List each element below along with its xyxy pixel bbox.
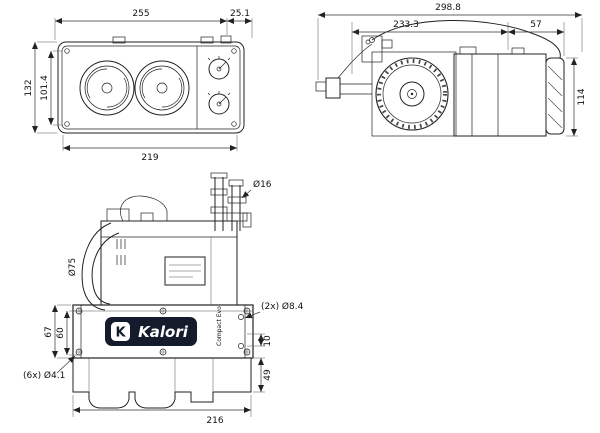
main-band: K Kalori Compact Evo [72,304,254,359]
lower-tray [72,358,252,409]
model-name: Compact Evo [216,306,223,346]
dim-height-label: 114 [577,88,587,105]
screw-icon [231,48,237,54]
side-body [315,20,565,137]
side-view: 298.8 233.3 57 114 [315,3,587,137]
air-vent-left [79,60,135,116]
dim-offset-right-label: 10 [263,335,273,347]
dim-height-lower-label: 49 [263,369,273,381]
control-knob-top [207,56,231,80]
logo-initial: K [115,326,126,341]
dim-height-overall-label: 132 [24,79,34,96]
front-panel-dimensions: 255 25.1 132 101.4 219 [24,9,253,163]
hose-fitting [315,77,372,99]
dim-width-bottom-label: 216 [206,416,223,426]
screw-icon [64,121,70,127]
dim-height-left-outer-label: 67 [44,326,54,337]
spec-sticker [164,256,206,286]
blower-fan [375,57,449,131]
hole-8mm [238,314,244,320]
dim-height-left-inner-label: 60 [56,327,66,339]
cable-harness [337,20,561,79]
front-panel-body [57,35,245,134]
dim-holes-left-label: (6x) Ø4.1 [23,370,65,381]
front-panel-view: 255 25.1 132 101.4 219 [24,9,253,163]
hole-8mm [238,343,244,349]
dim-hose-diameter-label: Ø75 [67,258,78,277]
dim-width-top-label: 255 [132,9,149,19]
assembly-dimensions: Ø16 Ø75 (2x) Ø8.4 67 60 (6x) Ø4.1 10 49 [23,179,304,426]
logo-text: Kalori [138,323,189,341]
air-hose [81,222,120,311]
vent-slits [116,239,126,265]
dim-width-motor-label: 57 [530,20,541,30]
screw-icon [231,121,237,127]
dim-height-inner-label: 101.4 [40,75,50,101]
dim-pipe-diameter-label: Ø16 [253,179,272,190]
side-dimensions: 298.8 233.3 57 114 [317,3,587,137]
control-knob-bottom [207,91,231,115]
screw-icon [64,48,70,54]
logo-k-tile [111,322,130,341]
dim-holes-right-label: (2x) Ø8.4 [261,301,304,312]
dim-width-body-label: 233.3 [393,20,419,30]
assembly-view: K Kalori Compact Evo [23,172,304,426]
dim-offset-right-label: 25.1 [230,9,250,19]
mounting-bracket [361,35,393,63]
dim-width-overall-label: 298.8 [435,3,461,13]
kalori-logo-badge: K Kalori [105,317,197,346]
heater-box [100,195,238,306]
end-seal [545,57,565,135]
coolant-pipes [210,172,252,231]
assembly-body: K Kalori Compact Evo [72,172,254,409]
air-vent-right [134,60,190,116]
dim-width-bottom-label: 219 [141,153,158,163]
